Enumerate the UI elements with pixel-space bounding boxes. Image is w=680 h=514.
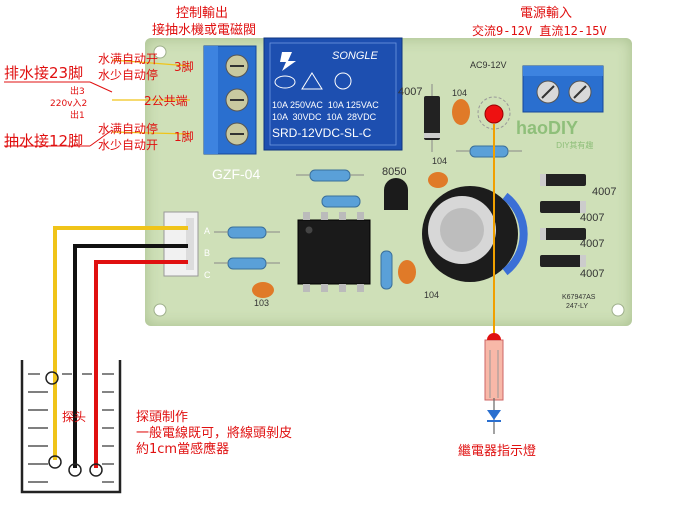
pump-label: 抽水接12脚 [4, 132, 84, 150]
ac-label: AC9-12V [470, 60, 507, 70]
drain-full-label: 水满自动开 [98, 52, 159, 66]
pin3-label: 3脚 [174, 60, 194, 74]
probe-end-yellow [48, 455, 62, 469]
relay-led-label: 繼電器指示燈 [458, 444, 537, 459]
pin-c-label: C [204, 270, 211, 280]
pin1-label: 1脚 [174, 130, 194, 144]
relay-brand: SONGLE [332, 50, 378, 62]
drain-label: 排水接23脚 [4, 64, 84, 82]
power-input-sub: 交流9-12V 直流12-15V [472, 24, 607, 38]
probe-title: 探頭制作 [136, 410, 189, 425]
cap-103-label: 103 [254, 298, 270, 308]
probe-tag: 探头 [62, 410, 87, 424]
board-code-1: K67947AS [562, 294, 596, 301]
pin-b-label: B [204, 248, 211, 258]
diode-4-label: 4007 [580, 268, 605, 280]
relay-model: SRD-12VDC-SL-C [272, 126, 372, 140]
control-output-sub: 接抽水機或電磁閥 [152, 23, 257, 38]
pin-a-label: A [204, 226, 211, 236]
relay-rating-2: 10A 30VDC 10A 28VDC [272, 112, 377, 122]
mounting-hole-bottom-right [611, 303, 625, 317]
watermark-sub: DIY其有趣 [556, 141, 594, 150]
relay-rating-1: 10A 250VAC 10A 125VAC [272, 100, 379, 110]
probe-end-black [68, 463, 82, 477]
cap-104c-label: 104 [424, 290, 440, 300]
diode-top-label: 4007 [398, 86, 423, 98]
diode-1-label: 4007 [592, 186, 617, 198]
board-led [484, 104, 504, 124]
power-terminal-block [522, 65, 604, 113]
out1-label: 出1 [70, 111, 85, 121]
cap-104a-label: 104 [452, 88, 468, 98]
cap-104b-label: 104 [432, 156, 448, 166]
mounting-hole-top-left [153, 45, 167, 59]
output-terminal-block [203, 45, 257, 155]
v220-label: 220v入2 [50, 99, 88, 109]
diode-2-label: 4007 [580, 212, 605, 224]
pump-low-label: 水少自动开 [98, 138, 159, 152]
watermark-logo: haoDIY [516, 118, 579, 138]
board-model: GZF-04 [212, 166, 261, 182]
power-input-label: 電源輸入 [520, 6, 573, 21]
probe-end-red [89, 463, 103, 477]
probe-line2: 約1cm當感應器 [136, 442, 230, 457]
pump-full-label: 水满自动停 [98, 122, 159, 136]
probe-line1: 一般電線既可，將線頭剝皮 [136, 426, 293, 441]
drain-low-label: 水少自动停 [98, 68, 159, 82]
board-code-2: 247-LY [566, 303, 589, 310]
out3-label: 出3 [70, 87, 85, 97]
mounting-hole-bottom-left [153, 303, 167, 317]
common2-label: 2公共端 [144, 94, 188, 108]
control-output-label: 控制輸出 [176, 6, 229, 21]
transistor-label: 8050 [382, 166, 407, 178]
diode-3-label: 4007 [580, 238, 605, 250]
